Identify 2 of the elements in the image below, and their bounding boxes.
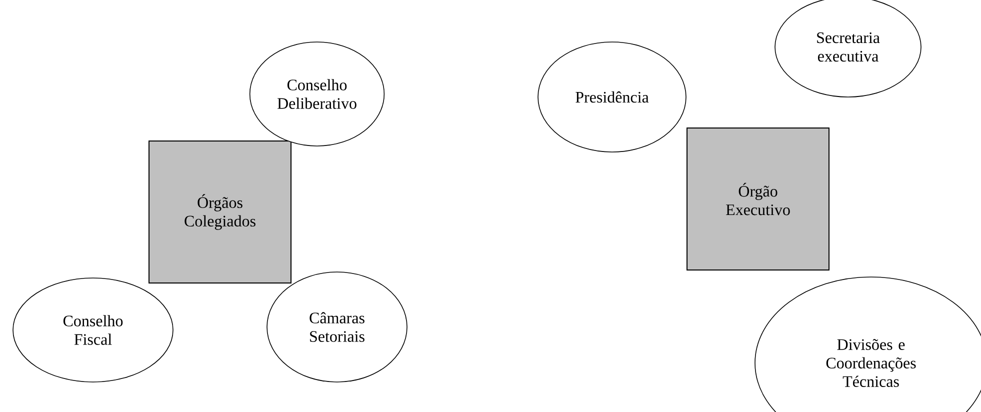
group-box: Órgãos Colegiados <box>148 140 292 284</box>
group-box: Órgão Executivo <box>686 128 830 270</box>
